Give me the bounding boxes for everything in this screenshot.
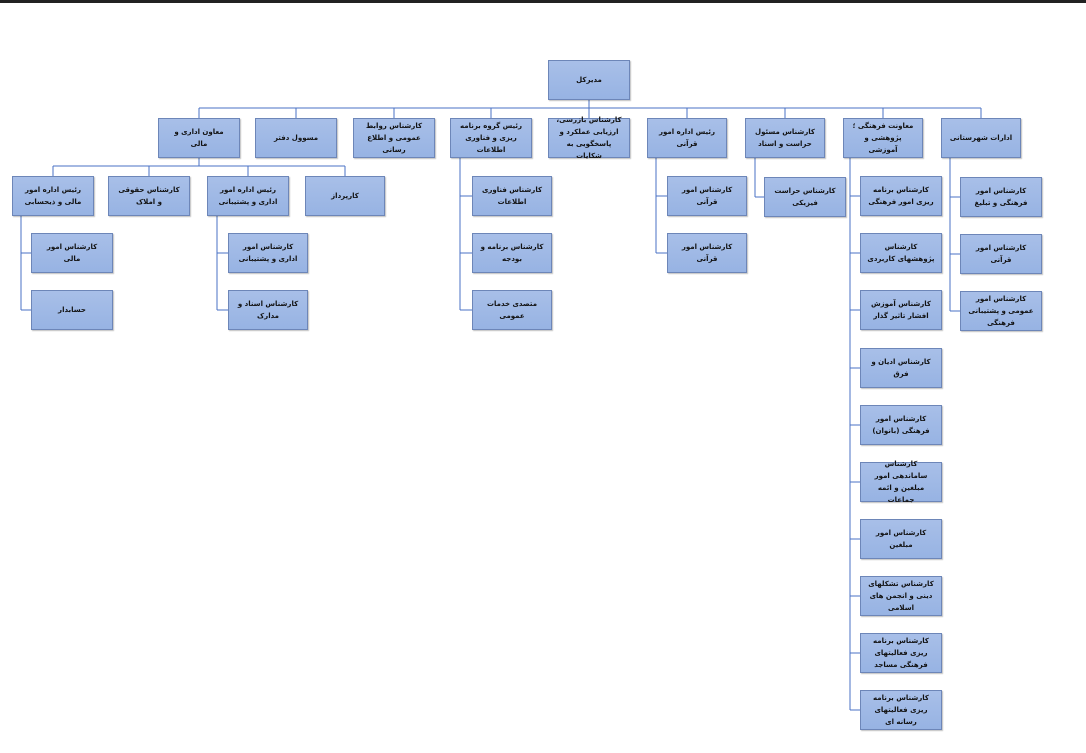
org-node-c2-8: کارشناس تشکلهای دینی و انجمن های اسلامی bbox=[860, 576, 942, 616]
org-node-c2-2: کارشناس پژوهشهای کاربردی bbox=[860, 233, 942, 273]
org-node-g9-4-2: حسابدار bbox=[31, 290, 113, 330]
org-node-c2-7: کارشناس امور مبلغین bbox=[860, 519, 942, 559]
org-node-g9-2-2: کارشناس اسناد و مدارک bbox=[228, 290, 308, 330]
org-node-c2-6: کارشناس ساماندهی امور مبلغین و ائمه جماع… bbox=[860, 460, 942, 504]
org-node-c9-3: کارشناس حقوقی و املاک bbox=[108, 176, 190, 216]
org-node-l1-7: کارشناس روابط عمومی و اطلاع رسانی bbox=[353, 118, 435, 158]
org-node-c4-1: کارشناس امور قرآنی bbox=[667, 176, 747, 216]
org-node-l1-2: معاونت فرهنگی ؛ پژوهشی و آموزشی bbox=[843, 118, 923, 158]
org-node-c9-2: رئیس اداره امور اداری و پشتیبانی bbox=[207, 176, 289, 216]
org-node-c4-2: کارشناس امور قرآنی bbox=[667, 233, 747, 273]
org-node-c6-2: کارشناس برنامه و بودجه bbox=[472, 233, 552, 273]
org-node-c2-9: کارشناس برنامه ریزی فعالیتهای فرهنگی مسا… bbox=[860, 633, 942, 673]
org-node-root: مدیرکل bbox=[548, 60, 630, 100]
org-node-l1-1: ادارات شهرستانی bbox=[941, 118, 1021, 158]
org-node-c3-1: کارشناس حراست فیزیکی bbox=[764, 177, 846, 217]
org-node-c6-1: کارشناس فناوری اطلاعات bbox=[472, 176, 552, 216]
org-node-c2-3: کارشناس آموزش افشار تاثیر گذار bbox=[860, 290, 942, 330]
org-node-c2-10: کارشناس برنامه ریزی فعالیتهای رسانه ای bbox=[860, 690, 942, 730]
org-node-g9-4-1: کارشناس امور مالی bbox=[31, 233, 113, 273]
org-node-c6-3: متصدی خدمات عمومی bbox=[472, 290, 552, 330]
org-node-c2-4: کارشناس ادیان و فرق bbox=[860, 348, 942, 388]
org-node-c9-4: رئیس اداره امور مالی و ذیحسابی bbox=[12, 176, 94, 216]
org-node-c1-2: کارشناس امور قرآنی bbox=[960, 234, 1042, 274]
org-node-c9-1: کارپرداز bbox=[305, 176, 385, 216]
org-node-l1-8: مسوول دفتر bbox=[255, 118, 337, 158]
org-node-l1-6: رئیس گروه برنامه ریزی و فناوری اطلاعات bbox=[450, 118, 532, 158]
org-node-c1-1: کارشناس امور فرهنگی و تبلیغ bbox=[960, 177, 1042, 217]
org-node-l1-4: رئیس اداره امور قرآنی bbox=[647, 118, 727, 158]
top-border bbox=[0, 0, 1086, 3]
org-node-c2-5: کارشناس امور فرهنگی (بانوان) bbox=[860, 405, 942, 445]
org-node-l1-3: کارشناس مسئول حراست و اسناد bbox=[745, 118, 825, 158]
org-node-l1-9: معاون اداری و مالی bbox=[158, 118, 240, 158]
org-node-c2-1: کارشناس برنامه ریزی امور فرهنگی bbox=[860, 176, 942, 216]
org-node-c1-3: کارشناس امور عمومی و پشتیبانی فرهنگی bbox=[960, 291, 1042, 331]
org-node-g9-2-1: کارشناس امور اداری و پشتیبانی bbox=[228, 233, 308, 273]
org-node-l1-5: کارشناس بازرسی، ارزیابی عملکرد و پاسخگوی… bbox=[548, 116, 630, 160]
